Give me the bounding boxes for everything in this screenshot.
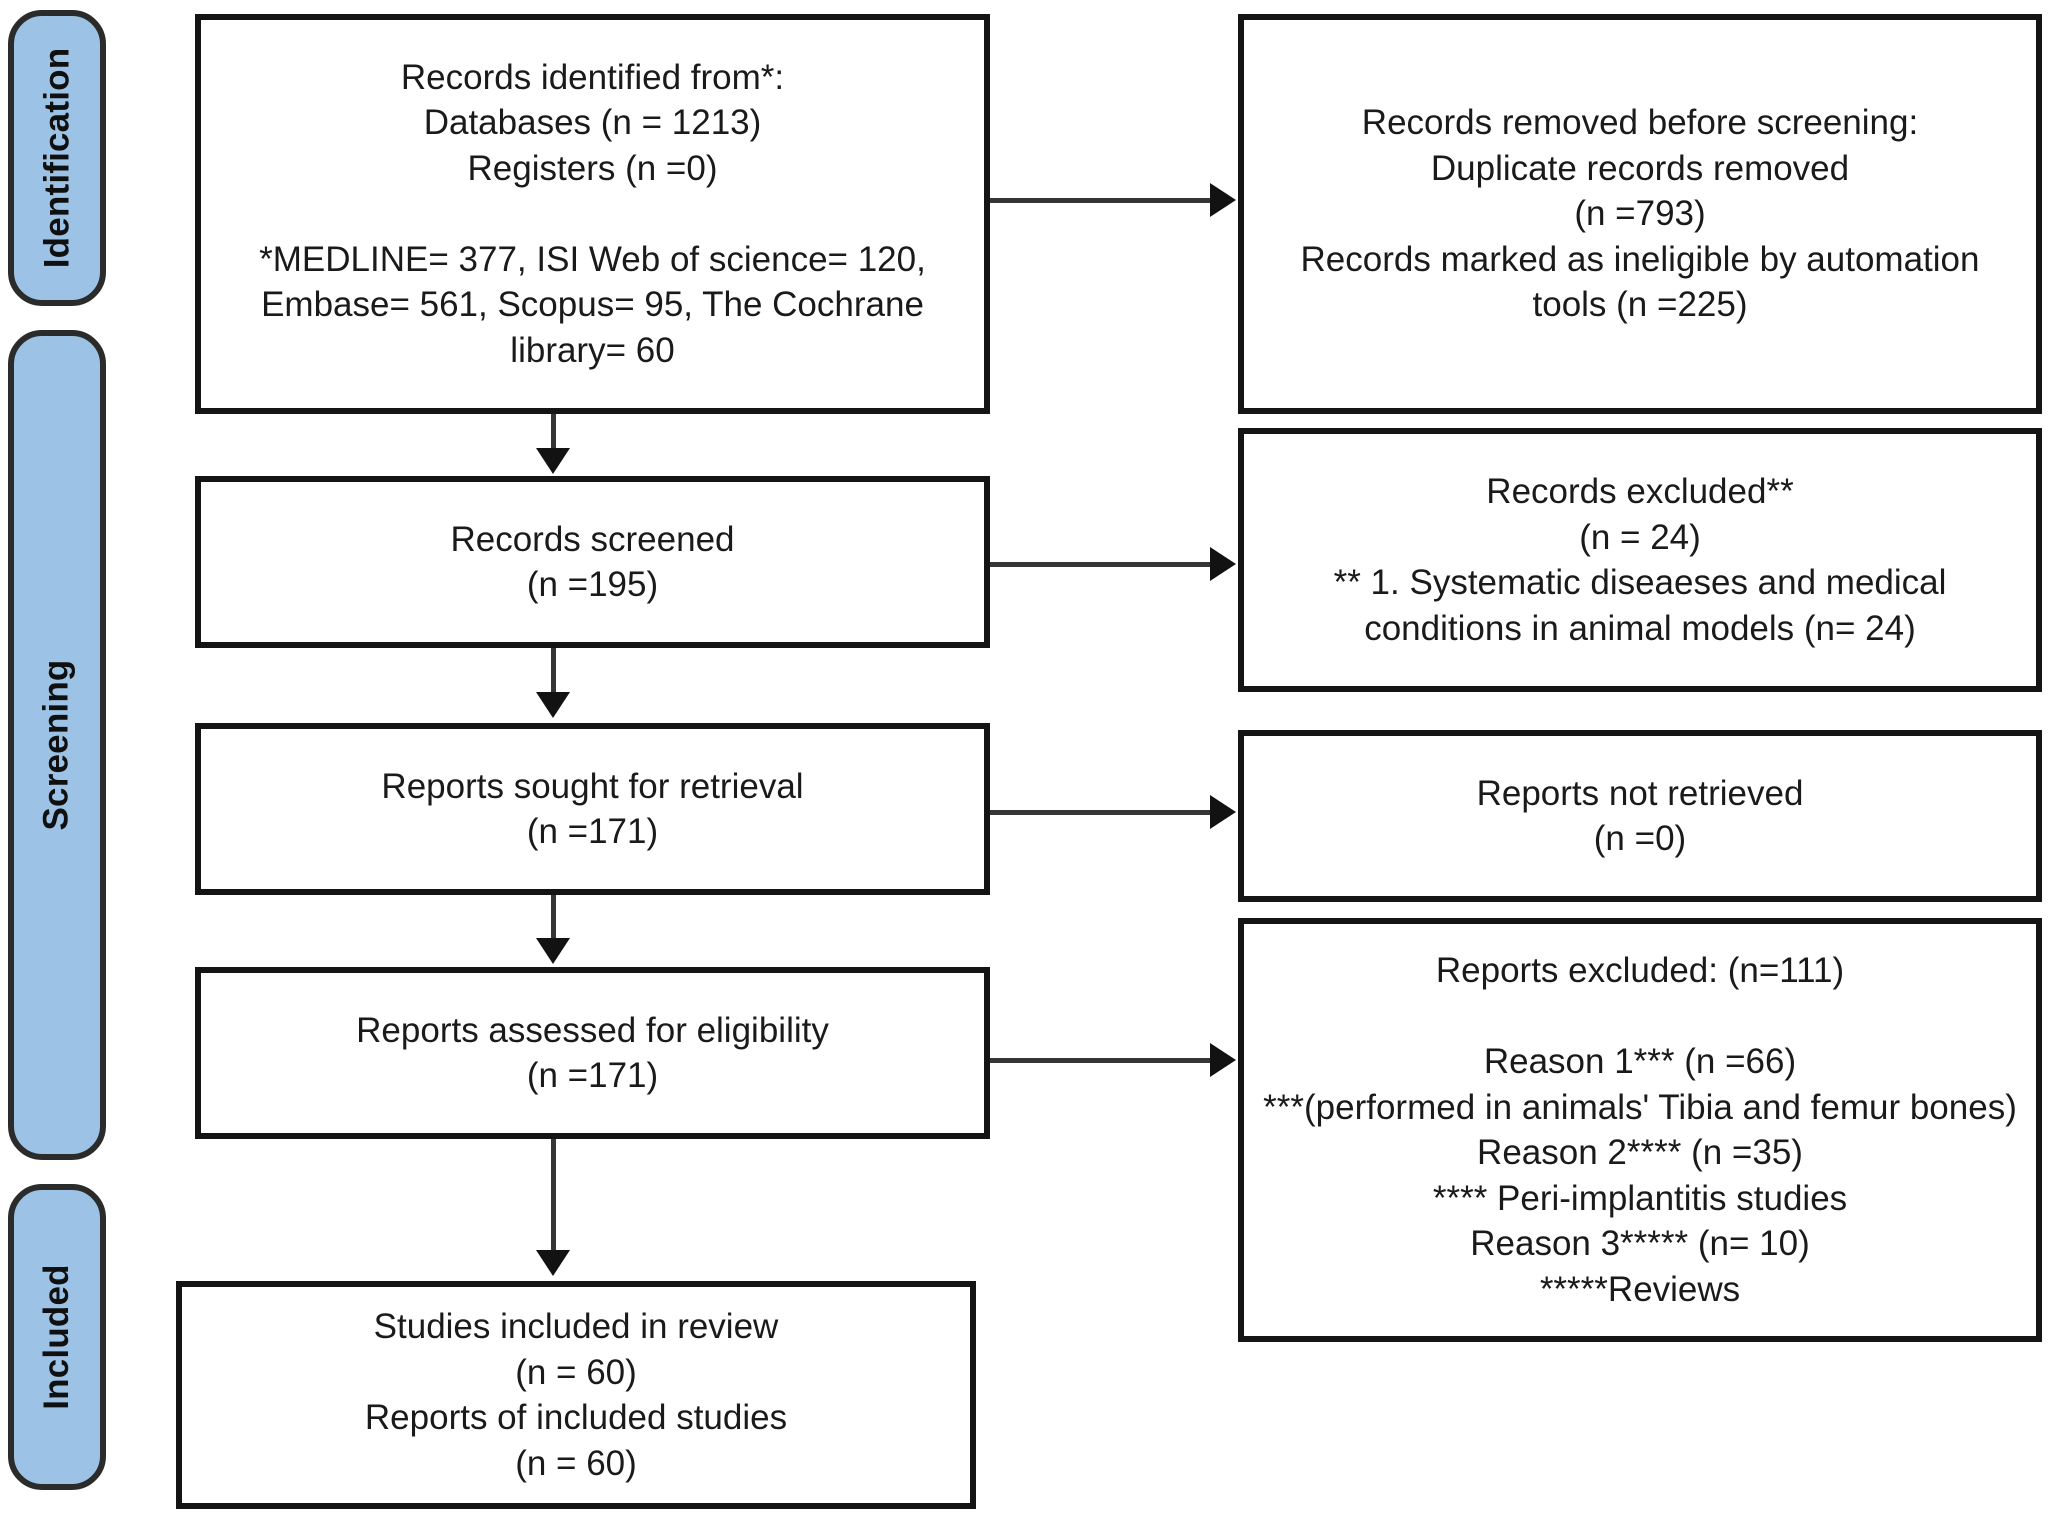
- box-records-identified-text: Records identified from*: Databases (n =…: [259, 57, 926, 370]
- arrow-sought-to-not-retrieved: [1210, 795, 1236, 829]
- box-reports-excluded: Reports excluded: (n=111) Reason 1*** (n…: [1238, 918, 2042, 1342]
- phase-tab-identification: Identification: [8, 10, 106, 306]
- arrow-sought-to-assessed: [536, 938, 570, 964]
- box-records-removed: Records removed before screening: Duplic…: [1238, 14, 2042, 414]
- box-records-removed-text: Records removed before screening: Duplic…: [1300, 103, 1980, 325]
- box-studies-included-text: Studies included in review (n = 60) Repo…: [364, 1307, 788, 1483]
- arrow-identified-to-screened: [536, 448, 570, 474]
- box-reports-not-retrieved-text: Reports not retrieved (n =0): [1476, 773, 1804, 859]
- phase-tab-included: Included: [8, 1184, 106, 1490]
- phase-tab-screening: Screening: [8, 330, 106, 1160]
- box-reports-sought-text: Reports sought for retrieval (n =171): [381, 766, 804, 852]
- connector-assessed-to-reports-excluded: [990, 1058, 1212, 1063]
- arrow-assessed-to-included: [536, 1250, 570, 1276]
- box-records-excluded-text: Records excluded** (n = 24) ** 1. System…: [1333, 472, 1947, 648]
- phase-label-included: Included: [37, 1264, 76, 1410]
- connector-screened-to-excluded: [990, 562, 1212, 567]
- arrow-screened-to-sought: [536, 692, 570, 718]
- connector-sought-to-assessed: [551, 895, 556, 939]
- connector-screened-to-sought: [551, 648, 556, 693]
- box-reports-sought: Reports sought for retrieval (n =171): [195, 723, 990, 895]
- box-reports-assessed: Reports assessed for eligibility (n =171…: [195, 967, 990, 1139]
- box-records-screened: Records screened (n =195): [195, 476, 990, 648]
- phase-label-screening: Screening: [37, 659, 76, 831]
- arrow-identified-to-removed: [1210, 183, 1236, 217]
- connector-assessed-to-included: [551, 1139, 556, 1251]
- connector-identified-to-screened: [551, 414, 556, 450]
- box-studies-included: Studies included in review (n = 60) Repo…: [176, 1281, 976, 1509]
- box-reports-not-retrieved: Reports not retrieved (n =0): [1238, 730, 2042, 902]
- box-records-identified: Records identified from*: Databases (n =…: [195, 14, 990, 414]
- arrow-screened-to-excluded: [1210, 547, 1236, 581]
- box-reports-excluded-text: Reports excluded: (n=111) Reason 1*** (n…: [1263, 951, 2017, 1309]
- box-records-screened-text: Records screened (n =195): [450, 519, 735, 605]
- box-reports-assessed-text: Reports assessed for eligibility (n =171…: [356, 1010, 829, 1096]
- arrow-assessed-to-reports-excluded: [1210, 1043, 1236, 1077]
- box-records-excluded: Records excluded** (n = 24) ** 1. System…: [1238, 428, 2042, 692]
- connector-identified-to-removed: [990, 198, 1212, 203]
- connector-sought-to-not-retrieved: [990, 810, 1212, 815]
- phase-label-identification: Identification: [37, 47, 77, 269]
